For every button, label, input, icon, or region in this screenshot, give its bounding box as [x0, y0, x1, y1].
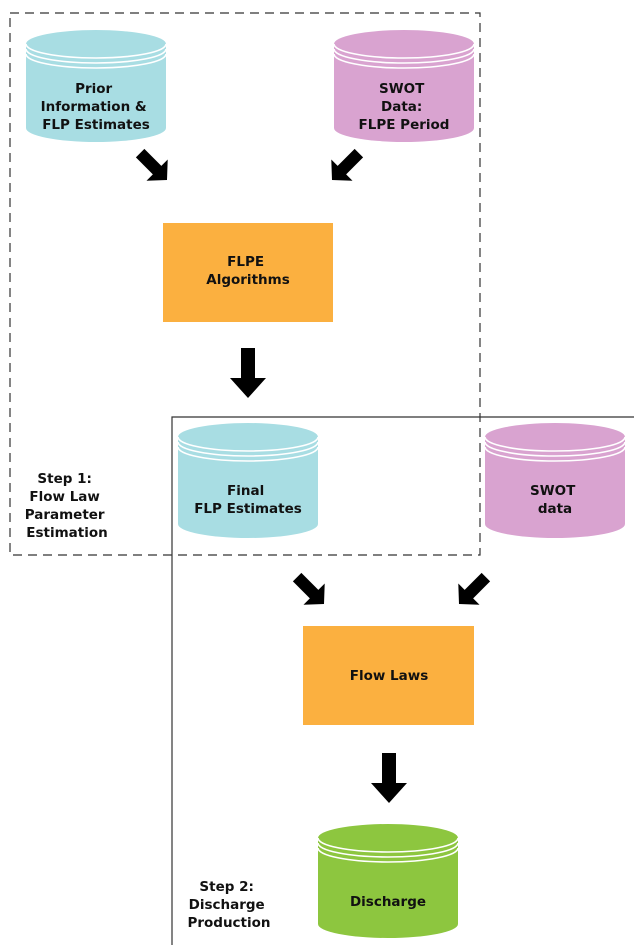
cylinder-top [318, 824, 458, 852]
final-label-line-1: Final [227, 483, 264, 499]
svg-text:Discharge: Discharge [350, 894, 426, 910]
final-label-line-2: FLP Estimates [194, 501, 302, 517]
cylinder-ring [333, 48, 475, 64]
step1-boundary [9, 12, 481, 556]
prior-information-cylinder: Prior Information & FLP Estimates [25, 30, 167, 142]
flowlaws-label: Flow Laws [350, 668, 429, 684]
cylinder-ring [317, 847, 459, 863]
svg-text:FLPE Algorithms: FLPE Algorithms [206, 254, 289, 288]
cylinder-top [485, 423, 625, 451]
swot-flpe-period-cylinder: SWOT Data: FLPE Period [333, 30, 475, 142]
swot2-label-line-2: data [538, 501, 572, 517]
swot1-label-line-1: SWOT [379, 81, 425, 97]
step2-line-1: Step 2: [199, 879, 254, 895]
svg-text:Prior Information &: Prior Information & FLP Estimates [41, 81, 152, 133]
cylinder-ring [177, 441, 319, 457]
cylinder-ring [333, 53, 475, 69]
arrow-prior-to-flpe [135, 148, 168, 181]
arrow-flpe-to-final [230, 348, 266, 398]
cylinder-ring [25, 53, 167, 69]
cylinder-body [485, 437, 625, 538]
arrow-final-to-flowlaws [292, 572, 325, 605]
step1-line-4: Estimation [26, 525, 107, 541]
cylinder-body [26, 44, 166, 142]
svg-text:SWOT data: SWOT data [530, 483, 580, 517]
arrow-swot-to-flowlaws [458, 572, 491, 605]
cylinder-ring [333, 43, 475, 59]
cylinder-ring [177, 446, 319, 462]
prior-label-line-3: FLP Estimates [42, 117, 150, 133]
step2-line-2: Discharge [189, 897, 265, 913]
arrow-swot-to-flpe [331, 148, 364, 181]
flow-laws-box: Flow Laws [303, 626, 474, 725]
cylinder-ring [317, 842, 459, 858]
svg-text:Flow Laws: Flow Laws [350, 668, 429, 684]
swot-data-cylinder: SWOT data [484, 423, 626, 538]
cylinder-ring [177, 436, 319, 452]
flpe-label-line-1: FLPE [227, 254, 264, 270]
prior-label-line-2: Information & [41, 99, 147, 115]
cylinder-ring [484, 446, 626, 462]
swot1-label-line-2: Data: [381, 99, 422, 115]
flpe-algorithms-box: FLPE Algorithms [163, 223, 333, 322]
cylinder-body [318, 838, 458, 938]
step1-label: Step 1: Flow Law Parameter Estimation [25, 471, 110, 541]
discharge-label: Discharge [350, 894, 426, 910]
step1-line-1: Step 1: [37, 471, 92, 487]
cylinder-ring [484, 441, 626, 457]
prior-label-line-1: Prior [75, 81, 112, 97]
cylinder-body [178, 437, 318, 538]
flpe-label-line-2: Algorithms [206, 272, 289, 288]
cylinder-body [334, 44, 474, 142]
cylinder-ring [25, 43, 167, 59]
step1-line-3: Parameter [25, 507, 105, 523]
svg-text:SWOT Data: FLPE Pe: SWOT Data: FLPE Period [359, 81, 450, 133]
discharge-cylinder: Discharge [317, 824, 459, 938]
step2-boundary [171, 416, 634, 945]
final-flp-estimates-cylinder: Final FLP Estimates [177, 423, 319, 538]
cylinder-top [178, 423, 318, 451]
cylinder-ring [484, 436, 626, 452]
step2-line-3: Production [187, 915, 270, 931]
step2-label: Step 2: Discharge Production [187, 879, 270, 931]
swot1-label-line-3: FLPE Period [359, 117, 450, 133]
flpe-box-rect [163, 223, 333, 322]
step1-line-2: Flow Law [29, 489, 99, 505]
cylinder-ring [25, 48, 167, 64]
svg-text:Final FLP Estimates: Final FLP Estimates [194, 483, 302, 517]
arrow-flowlaws-to-discharge [371, 753, 407, 803]
flow-laws-rect [303, 626, 474, 725]
cylinder-top [334, 30, 474, 58]
cylinder-top [26, 30, 166, 58]
cylinder-ring [317, 837, 459, 853]
swot2-label-line-1: SWOT [530, 483, 576, 499]
